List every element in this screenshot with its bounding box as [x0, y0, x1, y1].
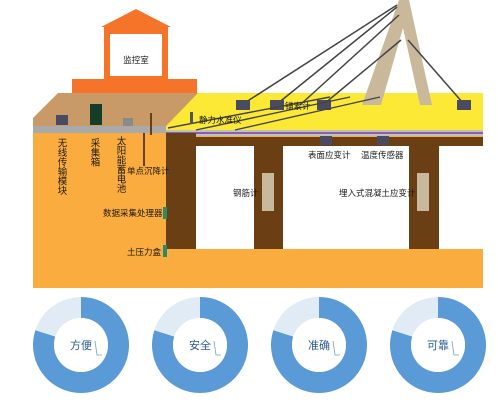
settlement-meter-bar: [150, 113, 152, 135]
settlement-meter-label: 单点沉降计: [127, 166, 170, 177]
embedded-strain-strip: [417, 173, 429, 211]
cable-tower: [362, 0, 432, 105]
control-room-window: [110, 34, 162, 76]
left-device-label-1: 采集箱: [89, 138, 101, 167]
static-level-label: 静力水准仪: [199, 115, 242, 126]
donut-label-1: 安全: [189, 338, 211, 352]
signal-cables: [167, 96, 381, 131]
donut-tick-2: [332, 340, 340, 356]
donut-label-2: 准确: [308, 339, 330, 352]
wireless-module-box: [56, 115, 68, 125]
control-room-base: [72, 79, 197, 93]
donut-hole-1: [173, 318, 227, 372]
donut-label-0: 方便: [70, 338, 92, 352]
donut-hole-2: [292, 318, 346, 372]
left-support: [166, 133, 196, 249]
donut-hole-0: [54, 318, 108, 372]
donut-fill-0: [32, 297, 130, 393]
donut-rest-1: [154, 297, 200, 337]
donut-fill-1: [152, 297, 248, 393]
data-processor-label: 数据采集处理器: [103, 208, 163, 219]
donut-label-3: 可靠: [427, 338, 449, 352]
layer-line-1: [166, 130, 483, 132]
collection-box: [90, 104, 102, 125]
opening-3: [439, 146, 483, 249]
control-room-roof: [101, 9, 171, 27]
earth-pressure-box: [163, 245, 167, 257]
surface-strain-sensor: [320, 136, 332, 145]
temp-sensor-box: [377, 136, 389, 145]
opening-2: [283, 146, 409, 249]
layer-line-3: [166, 134, 483, 136]
rebar-meter-label: 钢筋计: [233, 188, 259, 199]
donut-tick-1: [213, 340, 221, 356]
temp-sensor-label: 温度传感器: [361, 150, 404, 161]
settlement-meter-stem: [143, 133, 145, 166]
earth-pressure-label: 土压力盒: [127, 247, 162, 258]
left-deck: [33, 93, 198, 126]
stay-cables: [242, 4, 464, 106]
donut-hole-3: [411, 318, 465, 372]
left-device-label-2: 太阳能蓄电池: [115, 135, 127, 193]
donut-fill-3: [390, 297, 487, 393]
layer-line-2: [166, 132, 483, 134]
feature-donuts: 方便 安全 准确 可靠: [32, 297, 487, 393]
solar-battery-box: [123, 118, 133, 126]
anchor-boxes: [236, 100, 471, 110]
embedded-strain-label: 埋入式混凝土应变计: [339, 188, 416, 199]
left-deck-edge: [33, 126, 166, 133]
rebar-meter-strip: [262, 173, 274, 211]
control-room-label: 监控室: [123, 55, 149, 66]
donut-fill-2: [271, 297, 367, 393]
left-device-label-0: 无线传输模块: [56, 138, 68, 196]
data-processor-box: [163, 207, 167, 219]
static-level-marker: [190, 112, 193, 124]
surface-strain-label: 表面应变计: [308, 150, 351, 161]
opening-1: [196, 146, 254, 249]
donut-rest-3: [392, 297, 438, 337]
anchor-meter-label: 锚索计: [285, 101, 311, 112]
donut-tick-3: [451, 340, 459, 356]
donut-rest-0: [35, 297, 81, 337]
donut-rest-2: [273, 297, 319, 337]
donut-tick-0: [94, 340, 102, 356]
